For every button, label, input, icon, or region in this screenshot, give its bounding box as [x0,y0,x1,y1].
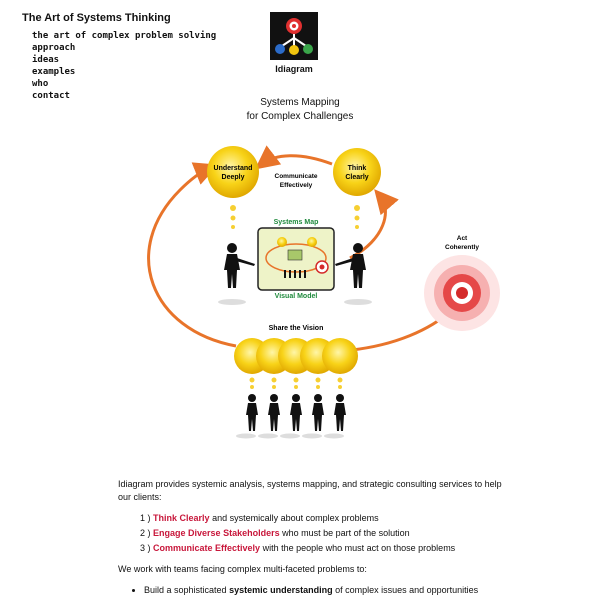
systems-map-label: Systems Map [274,219,319,226]
share-vision-dots [249,377,343,389]
main-nav: the art of complex problem solving appro… [32,30,216,102]
nav-link-examples[interactable]: examples [32,67,76,77]
communicate-label-1: Communicate [275,173,318,180]
share-vision-label: Share the Vision [269,325,324,332]
step-item: 1 ) Think Clearly and systemically about… [140,513,379,523]
idiagram-logo[interactable]: Idiagram [266,12,322,74]
step-item: 3 ) Communicate Effectively with the peo… [140,543,456,553]
step-highlight: Think Clearly [153,513,210,523]
understand-deeply-node: Understand Deeply [207,146,259,198]
page-headline: Systems Mapping for Complex Challenges [200,96,400,124]
dot-column-left [230,205,236,229]
target-icon [424,255,500,331]
svg-text:Understand: Understand [214,165,253,172]
svg-text:Think: Think [348,165,367,172]
goal-item: Build a sophisticated systemic understan… [144,584,508,597]
communicate-arrow [254,145,333,170]
act-label-2: Coherently [445,244,479,251]
share-vision-suns [234,338,358,374]
presenter-figure-right [335,243,366,288]
visual-model-label: Visual Model [275,293,318,300]
presenter-figure-left [224,243,255,288]
systems-map-board [257,227,335,291]
nav-link-contact[interactable]: contact [32,91,70,101]
step-item: 2 ) Engage Diverse Stakeholders who must… [140,528,410,538]
site-title: The Art of Systems Thinking [22,12,171,24]
nav-link-art[interactable]: the art of complex problem solving [32,31,217,41]
headline-line-2: for Complex Challenges [246,111,354,122]
intro-content: Idiagram provides systemic analysis, sys… [118,478,508,597]
audience-shadows [236,433,344,439]
think-clearly-node: Think Clearly [333,148,381,196]
benefit-steps: 1 ) Think Clearly and systemically about… [118,512,508,555]
nav-link-approach[interactable]: approach [32,43,76,53]
teams-paragraph: We work with teams facing complex multi-… [118,564,367,574]
svg-text:Clearly: Clearly [345,174,368,181]
systems-mapping-diagram: Understand Deeply Think Clearly Communic… [147,145,500,439]
svg-text:Deeply: Deeply [222,174,245,181]
communicate-label-2: Effectively [280,182,313,189]
step-highlight: Engage Diverse Stakeholders [153,528,280,538]
headline-line-1: Systems Mapping [260,97,340,108]
act-label-1: Act [457,235,468,242]
nav-link-ideas[interactable]: ideas [32,55,60,65]
audience-figures [246,394,346,431]
nav-link-who[interactable]: who [32,79,49,89]
feedback-loop-arrow [147,162,237,348]
dot-column-right [354,205,360,229]
logo-icon [270,12,318,60]
intro-paragraph: Idiagram provides systemic analysis, sys… [118,479,502,502]
logo-wordmark: Idiagram [275,64,313,74]
goals-list: Build a sophisticated systemic understan… [118,584,508,597]
step-highlight: Communicate Effectively [153,543,261,553]
